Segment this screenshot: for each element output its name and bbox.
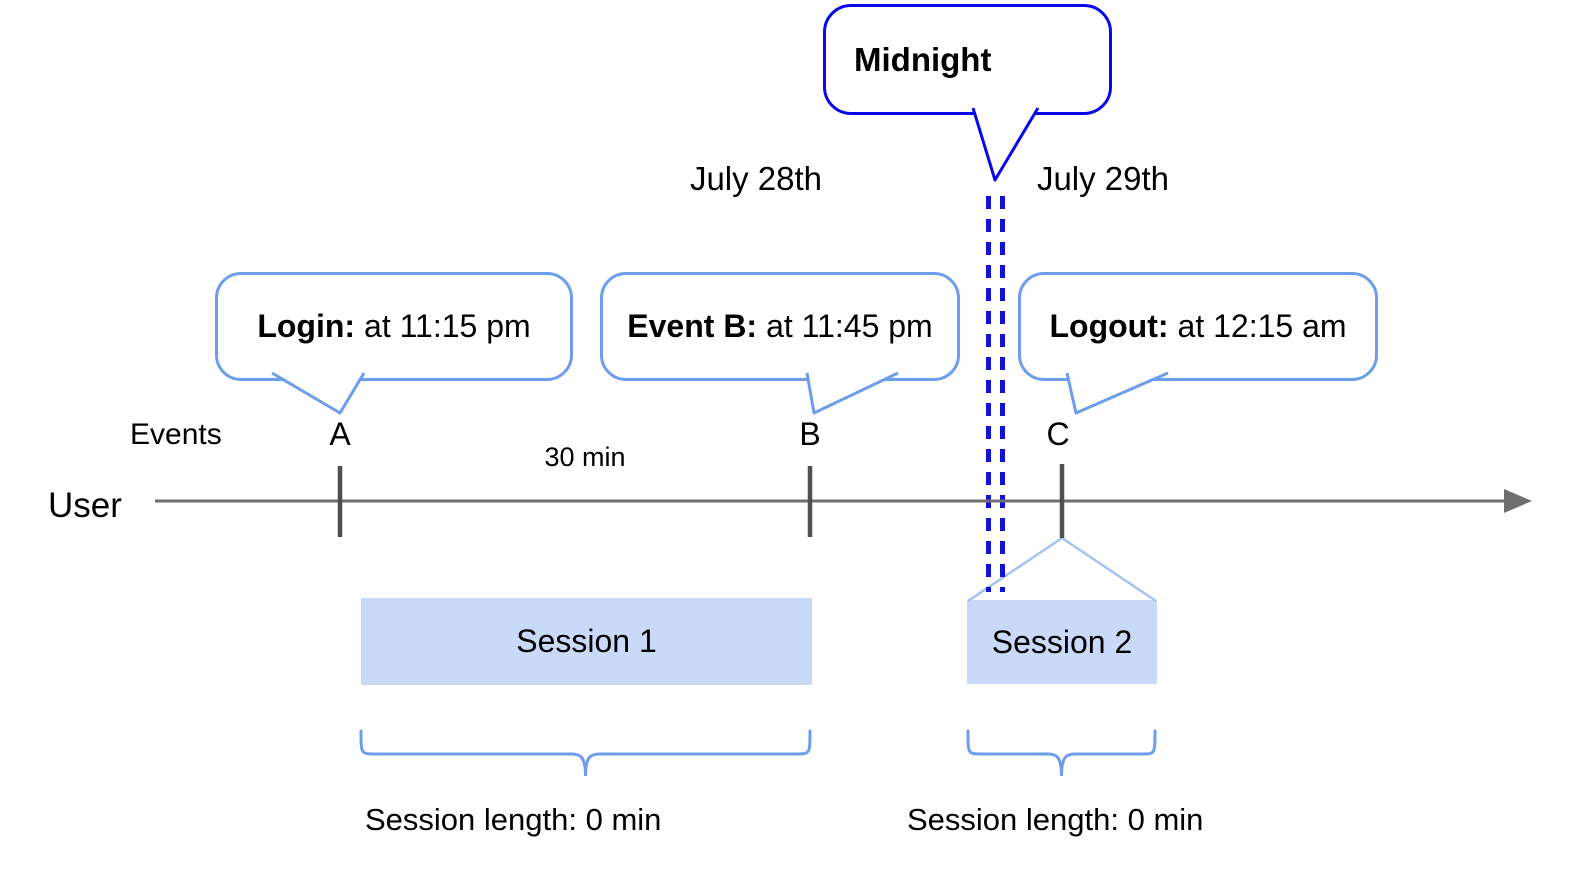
login-callout-label: Login: <box>257 308 356 344</box>
events-row-label: Events <box>130 418 222 451</box>
midnight-callout-bubble: Midnight <box>823 4 1112 115</box>
session-2-brace <box>966 729 1157 777</box>
session-2-length-label: Session length: 0 min <box>907 802 1204 837</box>
logout-callout-bubble: Logout: at 12:15 am <box>1018 272 1378 381</box>
session-2-box: Session 2 <box>967 600 1157 684</box>
session-2-funnel-left-line <box>967 536 1063 603</box>
user-row-label: User <box>48 486 122 525</box>
event-b-callout-time: at 11:45 pm <box>766 308 933 344</box>
timeline-arrowhead <box>1504 489 1532 513</box>
event-marker-b: B <box>799 416 821 452</box>
date-label-july-29: July 29th <box>1036 160 1170 197</box>
date-label-july-28: July 28th <box>689 160 823 197</box>
event-marker-a: A <box>329 416 351 452</box>
event-b-callout-label: Event B: <box>627 308 758 344</box>
login-callout-time: at 11:15 pm <box>364 308 531 344</box>
logout-callout-label: Logout: <box>1049 308 1169 344</box>
session-1-brace <box>359 729 812 777</box>
midnight-callout-label: Midnight <box>854 40 992 78</box>
interval-30min-label: 30 min <box>544 442 626 472</box>
event-marker-c: C <box>1046 416 1070 452</box>
session-2-funnel-right-line <box>1061 536 1157 603</box>
session-1-label: Session 1 <box>516 623 657 659</box>
session-1-length-label: Session length: 0 min <box>365 802 662 837</box>
login-callout-bubble: Login: at 11:15 pm <box>215 272 573 381</box>
event-b-callout-bubble: Event B: at 11:45 pm <box>600 272 960 381</box>
logout-callout-time: at 12:15 am <box>1177 308 1347 344</box>
session-2-label: Session 2 <box>991 623 1133 660</box>
session-1-box: Session 1 <box>361 598 812 685</box>
